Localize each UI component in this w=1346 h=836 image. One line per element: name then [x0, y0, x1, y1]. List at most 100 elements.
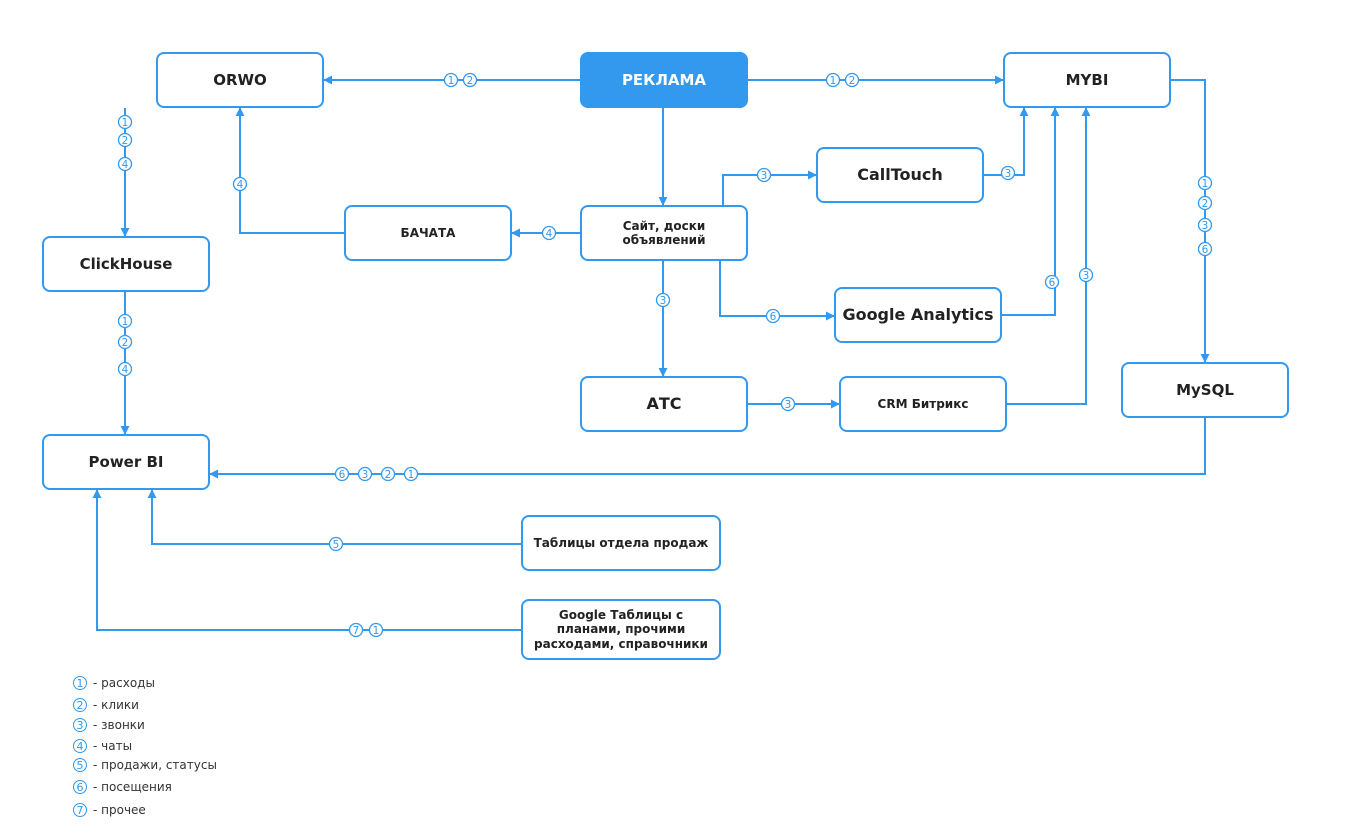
flow-number-badge: 2	[117, 132, 133, 148]
sales-tables-node[interactable]: Таблицы отдела продаж	[521, 515, 721, 571]
legend-label: - прочее	[93, 803, 146, 817]
flow-number-badge: 2	[844, 72, 860, 88]
flow-number-badge: 6	[765, 308, 781, 324]
legend-label: - клики	[93, 698, 139, 712]
mysql-node[interactable]: MySQL	[1121, 362, 1289, 418]
flow-number-badge: 4	[117, 361, 133, 377]
legend-number: 3	[73, 718, 87, 732]
google-sheets-node[interactable]: Google Таблицы с планами, прочими расход…	[521, 599, 721, 660]
flow-number-badge: 6	[1044, 274, 1060, 290]
flow-number-badge: 4	[117, 156, 133, 172]
connector-sales_tables-to-powerbi	[147, 489, 521, 545]
flow-number-text: 7	[353, 625, 360, 637]
legend-label: - продажи, статусы	[93, 758, 217, 772]
flow-number-text: 3	[785, 399, 792, 411]
flow-number-badge: 1	[443, 72, 459, 88]
flow-number-text: 4	[122, 159, 129, 171]
calltouch-node[interactable]: CallTouch	[816, 147, 984, 203]
legend-item: 2 - клики	[73, 698, 139, 712]
flow-number-badge: 2	[1197, 195, 1213, 211]
flow-number-badge: 3	[780, 396, 796, 412]
flow-number-text: 3	[1005, 168, 1012, 180]
flow-number-badge: 7	[348, 622, 364, 638]
flow-number-text: 2	[467, 75, 474, 87]
flow-number-badge: 3	[357, 466, 373, 482]
flow-number-badge: 5	[328, 536, 344, 552]
flow-number-badge: 3	[756, 167, 772, 183]
powerbi-node[interactable]: Power BI	[42, 434, 210, 490]
flow-number-badge: 4	[232, 176, 248, 192]
flow-number-badge: 3	[1197, 217, 1213, 233]
connector-calltouch-to-mybi	[984, 107, 1029, 176]
flow-number-badge: 1	[117, 114, 133, 130]
legend-item: 1 - расходы	[73, 676, 155, 690]
flow-number-text: 4	[546, 228, 553, 240]
flow-number-badge: 3	[1000, 165, 1016, 181]
legend-number: 5	[73, 758, 87, 772]
flow-number-text: 1	[373, 625, 380, 637]
flow-number-text: 4	[237, 179, 244, 191]
flow-number-text: 1	[830, 75, 837, 87]
flow-number-text: 6	[1202, 244, 1209, 256]
legend-label: - расходы	[93, 676, 155, 690]
flow-number-text: 1	[408, 469, 415, 481]
flow-number-text: 5	[333, 539, 340, 551]
connector-site-to-calltouch	[722, 170, 817, 205]
flow-number-badge: 1	[1197, 175, 1213, 191]
flow-number-text: 2	[385, 469, 392, 481]
flow-number-badge: 1	[825, 72, 841, 88]
legend-number: 6	[73, 780, 87, 794]
legend-item: 3 - звонки	[73, 718, 145, 732]
flow-number-text: 2	[849, 75, 856, 87]
flow-number-text: 2	[122, 337, 129, 349]
legend-label: - посещения	[93, 780, 172, 794]
legend-number: 1	[73, 676, 87, 690]
connector-bachata-to-orwo	[235, 107, 344, 234]
flow-number-text: 4	[122, 364, 129, 376]
connector-site-to-google_analytics	[719, 261, 835, 321]
flow-number-text: 1	[122, 316, 129, 328]
flow-number-text: 2	[1202, 198, 1209, 210]
connector-mysql-to-powerbi	[209, 418, 1206, 479]
flow-number-badge: 1	[403, 466, 419, 482]
site-node[interactable]: Сайт, доски объявлений	[580, 205, 748, 261]
flow-number-text: 3	[362, 469, 369, 481]
ats-node[interactable]: АТС	[580, 376, 748, 432]
flow-number-text: 3	[660, 295, 667, 307]
legend-number: 7	[73, 803, 87, 817]
flow-number-badge: 3	[1078, 267, 1094, 283]
flow-number-text: 1	[1202, 178, 1209, 190]
flow-number-text: 6	[339, 469, 346, 481]
flow-number-badge: 2	[380, 466, 396, 482]
flow-number-badge: 1	[368, 622, 384, 638]
legend-item: 4 - чаты	[73, 739, 132, 753]
flow-number-text: 6	[770, 311, 777, 323]
connector-mybi-to-mysql	[1171, 79, 1210, 363]
flow-number-badge: 4	[541, 225, 557, 241]
flow-number-badge: 6	[334, 466, 350, 482]
legend-label: - чаты	[93, 739, 133, 753]
flow-number-badge: 3	[655, 292, 671, 308]
flow-number-badge: 1	[117, 313, 133, 329]
flow-number-text: 1	[122, 117, 129, 129]
flow-number-badge: 6	[1197, 241, 1213, 257]
reklama-node[interactable]: РЕКЛАМА	[580, 52, 748, 108]
flow-number-text: 1	[448, 75, 455, 87]
bachata-node[interactable]: БАЧАТА	[344, 205, 512, 261]
legend-label: - звонки	[93, 718, 145, 732]
legend-item: 6 - посещения	[73, 780, 172, 794]
mybi-node[interactable]: MYBI	[1003, 52, 1171, 108]
flow-number-badge: 2	[462, 72, 478, 88]
legend-number: 2	[73, 698, 87, 712]
google-analytics-node[interactable]: Google Analytics	[834, 287, 1002, 343]
crm-node[interactable]: CRM Битрикс	[839, 376, 1007, 432]
legend-number: 4	[73, 739, 87, 753]
orwo-node[interactable]: ORWO	[156, 52, 324, 108]
clickhouse-node[interactable]: ClickHouse	[42, 236, 210, 292]
connector-crm-to-mybi	[1007, 107, 1091, 405]
legend-item: 7 - прочее	[73, 803, 146, 817]
flow-number-text: 3	[761, 170, 768, 182]
connector-google_analytics-to-mybi	[1002, 107, 1060, 316]
flow-number-badge: 2	[117, 334, 133, 350]
